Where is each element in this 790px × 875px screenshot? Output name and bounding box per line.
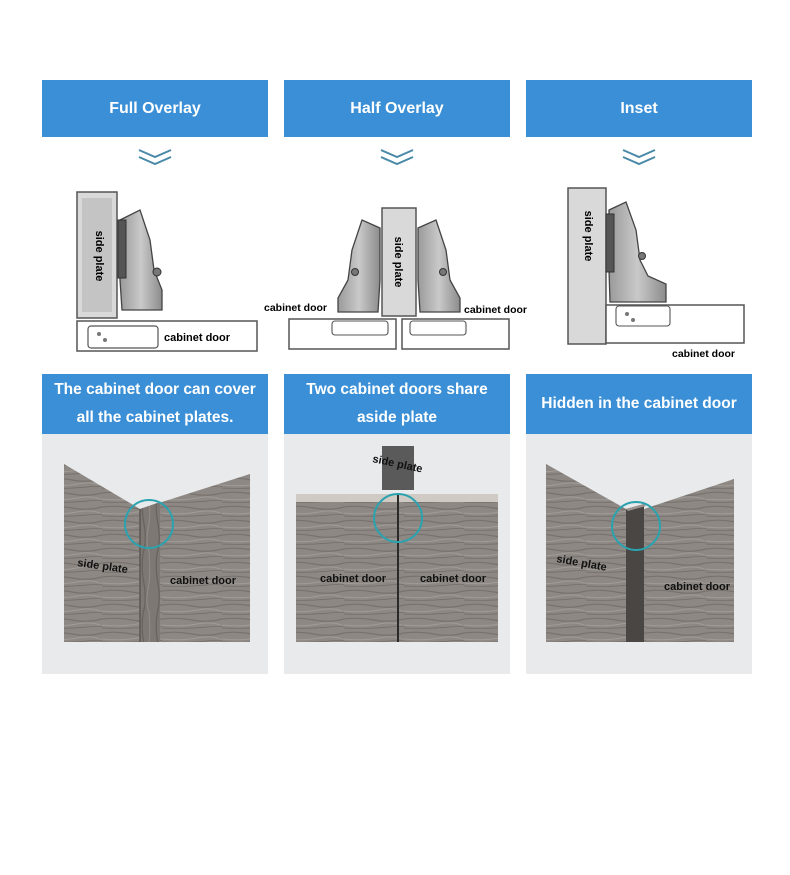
side-plate-block <box>382 446 414 490</box>
diagram-label-side-plate: side plate <box>93 231 105 282</box>
double-chevron-down-icon <box>138 149 172 166</box>
half-overlay-doors-photo: side plate cabinet door cabinet door <box>296 446 498 642</box>
photo-panel-inset: side plate cabinet door <box>526 434 752 674</box>
side-plate-shape <box>381 207 417 317</box>
full-overlay-corner-photo: side plate cabinet door <box>64 464 250 642</box>
caption-full-overlay: The cabinet door can cover all the cabin… <box>42 374 268 434</box>
inset-hinge-diagram: side plate cabinet door <box>567 187 745 360</box>
side-plate-wood <box>546 464 626 642</box>
half-overlay-hinge-diagram: side plate cabinet door cabinet door <box>264 207 527 350</box>
column-full-overlay: Full Overlay side plate cabinet door The… <box>42 80 268 674</box>
diagram-label-cabinet-door-right: cabinet door <box>464 304 527 316</box>
column-inset: Inset side plate cabinet door Hidden in … <box>526 80 752 674</box>
full-overlay-hinge-diagram: side plate cabinet door <box>76 191 258 352</box>
photo-panel-full-overlay: side plate cabinet door <box>42 434 268 674</box>
photo-label-cabinet-door: cabinet door <box>170 575 237 587</box>
hinge-arm-shape <box>608 201 667 303</box>
heading-full-overlay: Full Overlay <box>42 80 268 137</box>
photo-panel-half-overlay: side plate cabinet door cabinet door <box>284 434 510 674</box>
photo-label-cabinet-door-left: cabinet door <box>320 573 387 585</box>
caption-half-overlay: Two cabinet doors share aside plate <box>284 374 510 434</box>
highlight-circle <box>373 493 423 543</box>
caption-inset: Hidden in the cabinet door <box>526 374 752 434</box>
inset-corner-photo: side plate cabinet door <box>546 464 734 642</box>
diagram-label-side-plate: side plate <box>392 237 404 288</box>
double-chevron-down-icon <box>622 149 656 166</box>
cabinet-door-wood <box>140 474 250 642</box>
heading-inset: Inset <box>526 80 752 137</box>
side-plate-wood <box>64 464 140 642</box>
hinge-arm-left-shape <box>337 219 381 313</box>
double-chevron-down-icon <box>380 149 414 166</box>
photo-label-cabinet-door-right: cabinet door <box>420 573 487 585</box>
highlight-circle <box>611 501 661 551</box>
heading-half-overlay: Half Overlay <box>284 80 510 137</box>
hinge-arm-shape <box>119 209 163 311</box>
column-half-overlay: Half Overlay side plate cabinet door cab… <box>264 80 527 674</box>
diagram-label-side-plate: side plate <box>582 211 594 262</box>
cabinet-door-right-wood <box>399 502 498 642</box>
diagram-label-cabinet-door: cabinet door <box>672 348 735 360</box>
hinge-arm-right-shape <box>417 219 461 313</box>
cabinet-door-wood <box>644 479 734 642</box>
diagram-label-cabinet-door-left: cabinet door <box>264 302 327 314</box>
diagram-label-cabinet-door: cabinet door <box>164 332 231 344</box>
highlight-circle <box>124 499 174 549</box>
side-plate-shape <box>567 187 607 345</box>
photo-label-cabinet-door: cabinet door <box>664 581 731 593</box>
cabinet-door-left-wood <box>296 502 397 642</box>
